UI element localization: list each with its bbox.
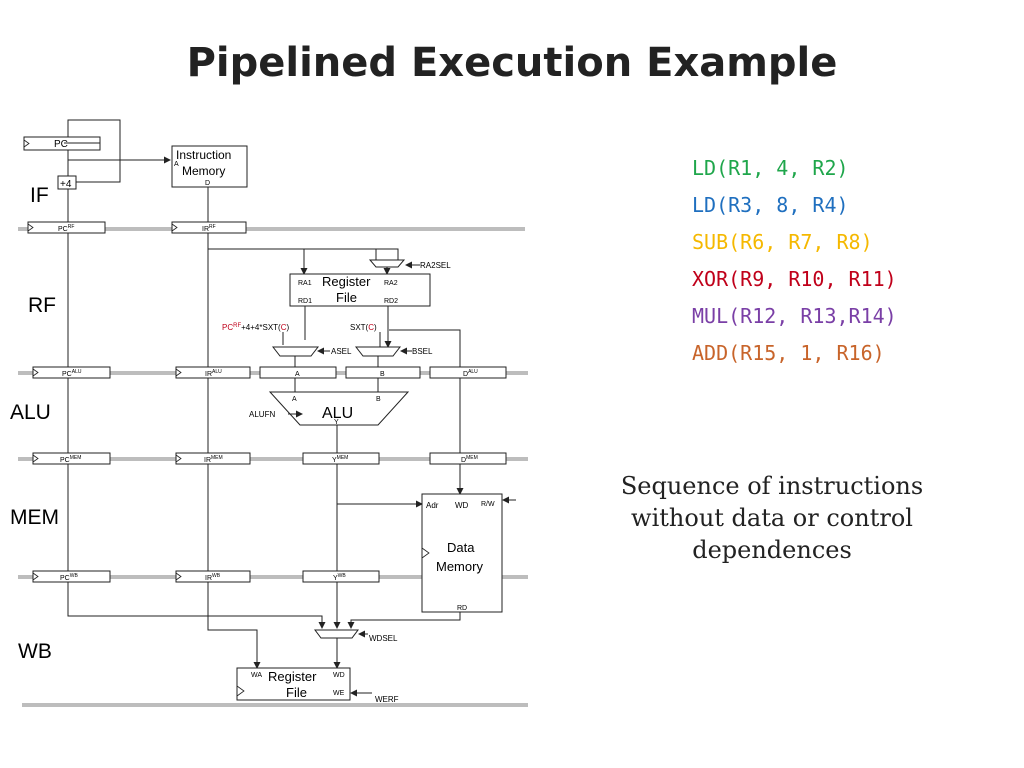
wb-regfile-label-1: Register	[268, 669, 317, 684]
dmem-adr: Adr	[426, 501, 439, 510]
regfile-label-1: Register	[322, 274, 371, 289]
pc-alu-register	[32, 366, 111, 379]
werf-label: WERF	[375, 695, 399, 704]
dmem-rd: RD	[457, 605, 467, 612]
ir-rf-register	[171, 221, 247, 234]
d-mem-label: DMEM	[461, 455, 478, 464]
regfile-ra1: RA1	[298, 280, 312, 287]
regfile-rd1: RD1	[298, 298, 312, 305]
pc-wb-register	[32, 570, 111, 583]
wdsel-mux	[314, 629, 359, 639]
stage-label-wb: WB	[18, 640, 52, 663]
instruction-line: MUL(R12, R13,R14)	[692, 304, 897, 328]
d-mem-register	[429, 452, 507, 465]
b-register	[345, 366, 421, 379]
ir-wb-register	[175, 570, 251, 583]
asel-label: ASEL	[331, 347, 352, 356]
ir-mem-register	[175, 452, 251, 465]
regfile-rd2: RD2	[384, 298, 398, 305]
instruction-line: LD(R3, 8, R4)	[692, 193, 849, 217]
asel-mux	[271, 346, 320, 357]
a-register	[259, 366, 337, 379]
instruction-line: SUB(R6, R7, R8)	[692, 230, 873, 254]
pc-alu-label: PCALU	[62, 369, 82, 378]
alu-input-a: A	[292, 396, 297, 403]
stage-label-mem: MEM	[10, 506, 59, 529]
pipeline-diagram: IF RF ALU MEM WB	[10, 119, 528, 707]
bsel-mux	[354, 346, 402, 357]
d-alu-label: DALU	[463, 369, 478, 378]
pc-mem-label: PCMEM	[60, 455, 81, 464]
ir-alu-register	[175, 366, 251, 379]
pc-label: PC	[54, 139, 68, 150]
ir-rf-label: IRRF	[202, 224, 216, 233]
imem-label-1: Instruction	[176, 148, 231, 162]
caption: Sequence of instructions without data or…	[620, 472, 924, 564]
dmem-wd: WD	[455, 501, 469, 510]
instruction-line: XOR(R9, R10, R11)	[692, 267, 897, 291]
alu-label: ALU	[322, 405, 353, 422]
slide-title: Pipelined Execution Example	[186, 40, 838, 86]
dmem-rw: R/W	[481, 501, 495, 508]
regfile-label-2: File	[336, 290, 357, 305]
ir-wb-label: IRWB	[205, 573, 221, 582]
instruction-list: LD(R1, 4, R2) LD(R3, 8, R4) SUB(R6, R7, R8…	[692, 150, 897, 372]
dmem-label-1: Data	[447, 540, 475, 555]
d-alu-register	[429, 366, 507, 379]
stage-label-alu: ALU	[10, 401, 51, 424]
alufn-label: ALUFN	[249, 410, 275, 419]
ir-mem-label: IRMEM	[204, 455, 223, 464]
instruction-line: LD(R1, 4, R2)	[692, 156, 849, 180]
pc-wb-label: PCWB	[60, 573, 78, 582]
wb-regfile-wd: WD	[333, 672, 345, 679]
alu-output-y: Y	[334, 419, 339, 426]
data-memory	[421, 493, 503, 613]
wb-regfile-we: WE	[333, 690, 345, 697]
wb-regfile-label-2: File	[286, 685, 307, 700]
y-wb-register	[302, 570, 380, 583]
pc-mem-register	[32, 452, 111, 465]
pc-rf-register	[27, 221, 106, 234]
ir-alu-label: IRALU	[205, 369, 222, 378]
branch-target-expr: PCRF+4+4*SXT(C)	[222, 323, 289, 332]
ra2sel-label: RA2SEL	[420, 261, 451, 270]
y-mem-register	[302, 452, 380, 465]
instruction-memory	[171, 145, 248, 188]
dmem-label-2: Memory	[436, 559, 483, 574]
y-mem-label: YMEM	[332, 455, 348, 464]
regfile-ra2: RA2	[384, 280, 398, 287]
imem-label-2: Memory	[182, 164, 225, 178]
imem-port-a: A	[174, 161, 179, 168]
imem-port-d: D	[205, 180, 210, 187]
y-wb-label: YWB	[333, 573, 346, 582]
wb-regfile-wa: WA	[251, 672, 262, 679]
stage-label-if: IF	[30, 184, 49, 207]
wdsel-label: WDSEL	[369, 634, 398, 643]
pipeline-separators	[18, 227, 528, 707]
bsel-label: BSEL	[412, 347, 433, 356]
b-reg-label: B	[380, 371, 385, 378]
alu-input-b: B	[376, 396, 381, 403]
clock-triangles	[23, 139, 430, 697]
ra2sel-mux	[368, 259, 406, 268]
register-file	[289, 273, 431, 307]
pc-rf-label: PCRF	[58, 224, 74, 233]
stage-label-rf: RF	[28, 294, 56, 317]
a-reg-label: A	[295, 371, 300, 378]
wb-register-file	[236, 667, 351, 701]
sxt-expr: SXT(C)	[350, 323, 377, 332]
plus4-label: +4	[60, 179, 72, 190]
instruction-line: ADD(R15, 1, R16)	[692, 341, 885, 365]
